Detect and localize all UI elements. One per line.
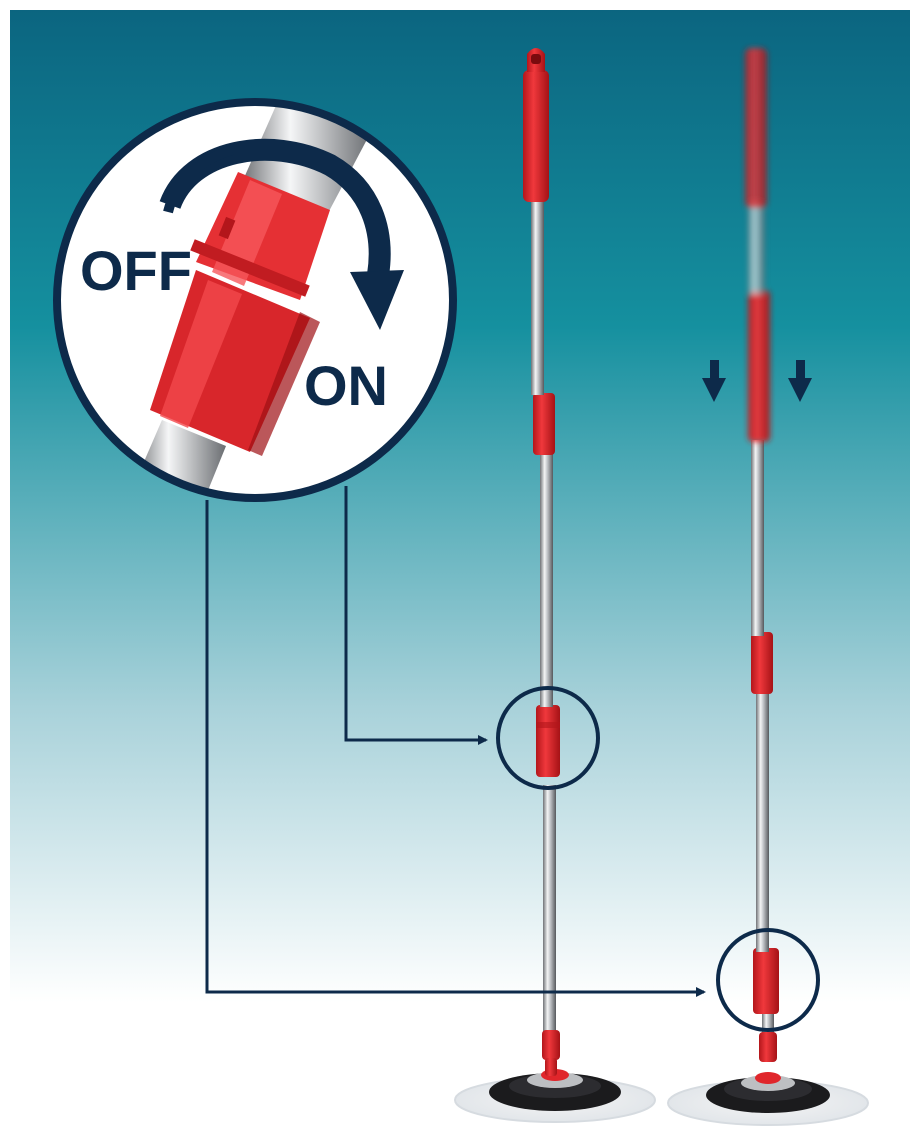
mop-head-right	[667, 1072, 869, 1126]
mop-left	[454, 48, 656, 1123]
down-arrow-icon	[702, 360, 726, 402]
curved-arrow-icon	[159, 138, 404, 330]
callout-circle-right	[716, 928, 820, 1032]
callout-circle-left	[496, 686, 600, 790]
handle-left	[523, 70, 549, 202]
on-label: ON	[304, 354, 388, 417]
lock-collar-right	[753, 948, 779, 1014]
leader-line-off	[205, 500, 706, 997]
mop-right	[667, 48, 869, 1126]
lock-collar-left	[536, 705, 560, 777]
mop-head-left	[454, 1069, 656, 1123]
down-arrow-icon	[788, 360, 812, 402]
zoom-inset: OFF ON	[53, 98, 457, 502]
off-label: OFF	[80, 239, 192, 302]
leader-line-on	[344, 486, 488, 745]
